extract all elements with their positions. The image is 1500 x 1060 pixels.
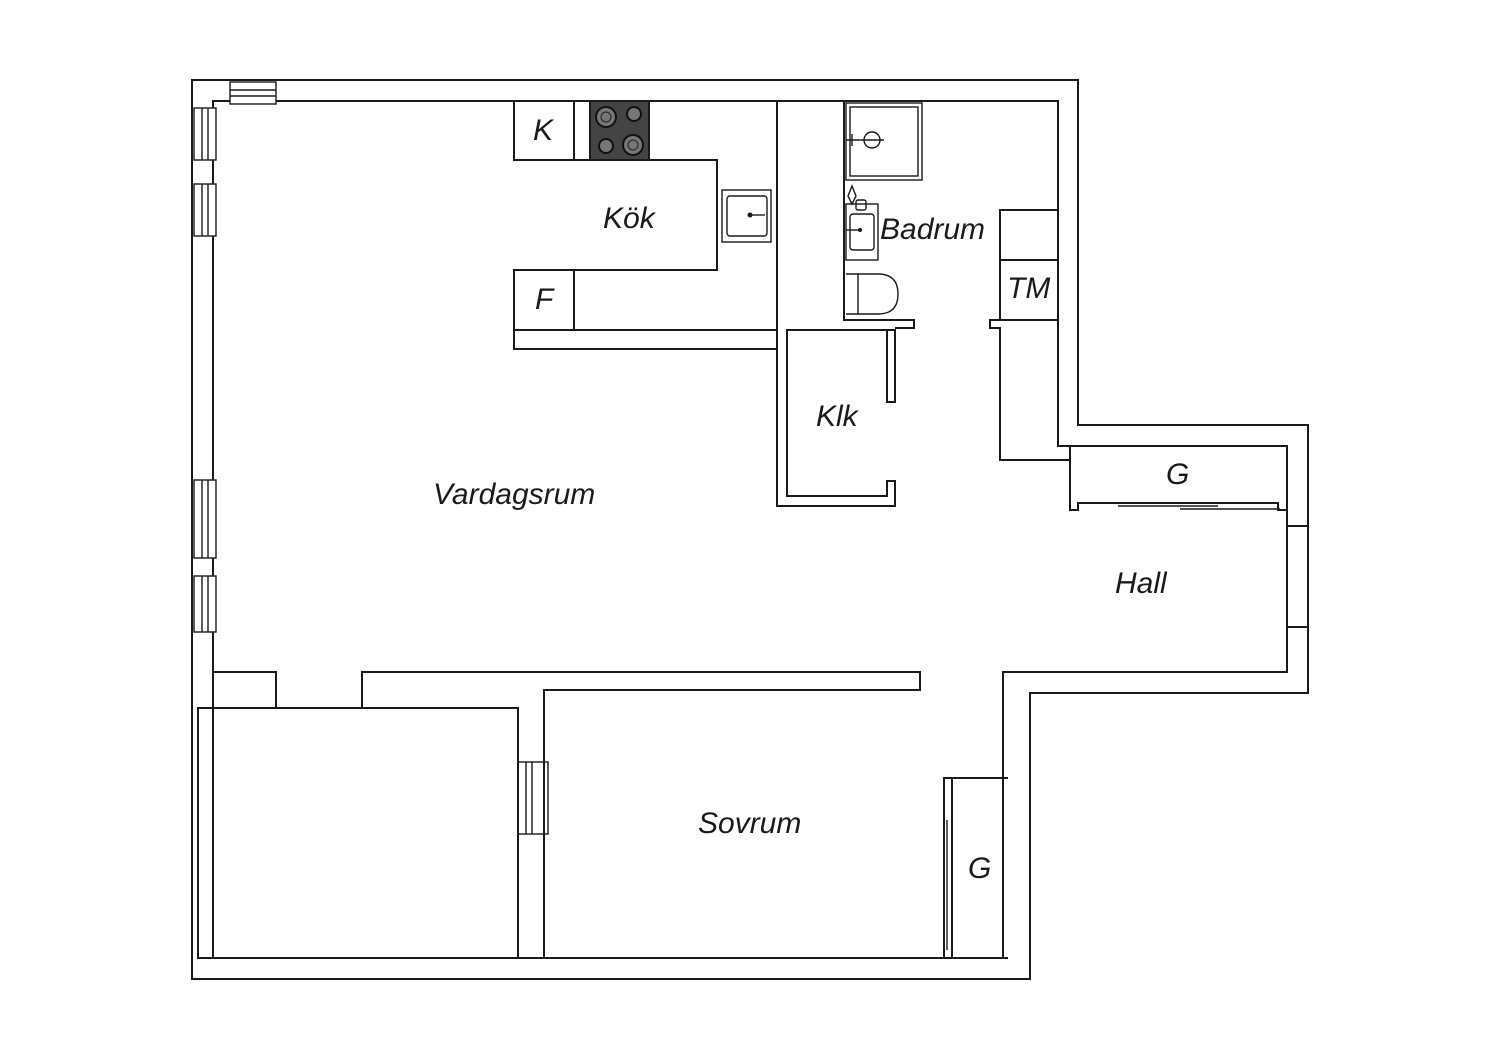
shower bbox=[845, 102, 923, 181]
fixture-label-garderob-hall: G bbox=[1166, 458, 1190, 491]
room-label-sovrum: Sovrum bbox=[698, 807, 802, 840]
windows bbox=[193, 81, 549, 835]
bathroom-sink bbox=[845, 184, 879, 261]
stove bbox=[589, 100, 650, 161]
fixture-label-tvattmaskin: TM bbox=[1007, 272, 1051, 305]
room-label-vardagsrum: Vardagsrum bbox=[433, 478, 596, 511]
toilet bbox=[846, 273, 899, 315]
fixture-label-frys: F bbox=[535, 283, 554, 316]
room-label-badrum: Badrum bbox=[880, 213, 986, 246]
fixture-label-kyl: K bbox=[533, 114, 554, 147]
kitchen-sink bbox=[721, 189, 772, 243]
room-label-kok: Kök bbox=[603, 202, 655, 235]
fixture-label-garderob-sovrum: G bbox=[968, 852, 992, 885]
room-label-hall: Hall bbox=[1115, 567, 1167, 600]
interior-walls bbox=[197, 101, 1308, 959]
room-label-klk: Klk bbox=[816, 400, 858, 433]
